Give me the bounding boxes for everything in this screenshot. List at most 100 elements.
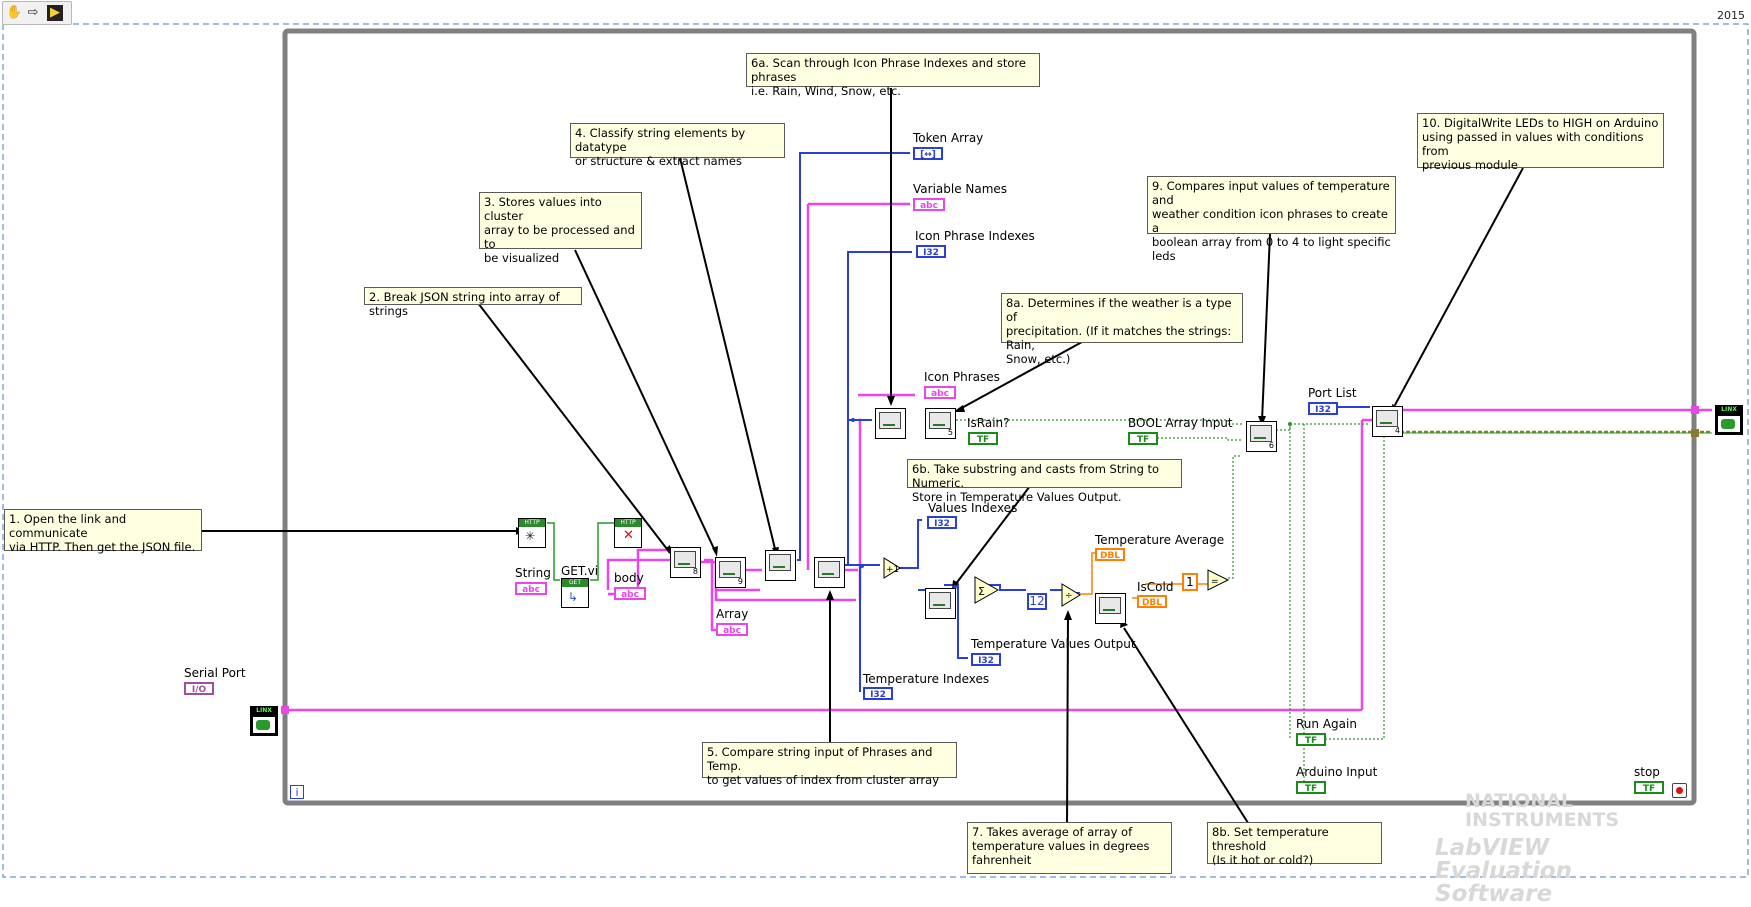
is-cold-input-terminal[interactable]: DBL: [1137, 595, 1167, 608]
note-3: 3. Stores values into cluster array to b…: [479, 192, 642, 265]
subvi-store-cluster[interactable]: 9: [715, 557, 746, 588]
icon-phrases-terminal[interactable]: abc: [924, 386, 956, 399]
token-array-terminal[interactable]: [↔]: [913, 147, 943, 160]
iteration-terminal[interactable]: i: [290, 785, 304, 799]
label-bool-array-input: BOOL Array Input: [1128, 416, 1233, 430]
chart-icon: [818, 561, 840, 578]
arduino-input-terminal[interactable]: TF: [1296, 781, 1326, 794]
get-header: GET: [562, 579, 588, 587]
subvi-index: 4: [1394, 426, 1400, 435]
values-indexes-terminal[interactable]: I32: [927, 516, 957, 529]
chart-icon: [1099, 597, 1121, 614]
http-get-block[interactable]: GET ↳: [561, 578, 589, 608]
serial-port-terminal[interactable]: I/O: [184, 682, 214, 695]
string-terminal[interactable]: abc: [515, 582, 547, 595]
subvi-threshold[interactable]: [1095, 593, 1126, 624]
array-terminal[interactable]: abc: [716, 623, 748, 636]
run-arrow-icon[interactable]: ⇨: [27, 5, 39, 20]
label-temperature-average: Temperature Average: [1095, 533, 1225, 547]
http-open-handle-block[interactable]: HTTP ✳: [518, 518, 546, 548]
toolbar: ✋ ⇨ ▶: [2, 1, 72, 25]
watermark-line2: INSTRUMENTS: [1465, 809, 1620, 831]
label-icon-phrase-indexes: Icon Phrase Indexes: [915, 229, 1035, 243]
linx-close-block[interactable]: LINX: [1715, 405, 1743, 435]
watermark-line1: NATIONAL: [1465, 790, 1574, 812]
chart-icon: [929, 592, 951, 609]
constant-twelve[interactable]: 12: [1027, 593, 1047, 610]
note-8b: 8b. Set temperature threshold (Is it hot…: [1207, 822, 1382, 867]
subvi-index: 5: [947, 428, 953, 437]
bool-array-input-terminal[interactable]: TF: [1128, 432, 1158, 445]
label-arduino-input: Arduino Input: [1296, 765, 1378, 779]
arduino-board-icon: [1718, 416, 1740, 432]
http-header: HTTP: [615, 519, 641, 527]
note-2: 2. Break JSON string into array of strin…: [364, 287, 582, 318]
chart-icon: [1376, 410, 1398, 427]
label-run-again: Run Again: [1296, 717, 1357, 731]
body-terminal[interactable]: abc: [614, 587, 646, 600]
close-icon: ✕: [623, 528, 634, 543]
subvi-digital-write[interactable]: 4: [1372, 406, 1403, 437]
http-header: HTTP: [519, 519, 545, 527]
note-6a: 6a. Scan through Icon Phrase Indexes and…: [746, 53, 1040, 98]
label-serial-port: Serial Port: [184, 666, 246, 680]
diagram-canvas: +1 Σ ÷ =: [2, 23, 1749, 878]
chart-icon: [929, 412, 951, 429]
subvi-compare-strings[interactable]: [814, 557, 845, 588]
divide-node[interactable]: [1061, 583, 1081, 607]
stop-terminal[interactable]: TF: [1634, 781, 1664, 794]
increment-node[interactable]: [883, 557, 901, 579]
port-list-terminal[interactable]: I32: [1308, 402, 1338, 415]
note-4: 4. Classify string elements by datatype …: [570, 123, 785, 168]
subvi-break-json[interactable]: 8: [670, 547, 701, 578]
svg-text:=: =: [1211, 577, 1219, 587]
label-token-array: Token Array: [913, 131, 984, 145]
label-values-indexes: Values Indexes: [928, 501, 1018, 515]
is-rain-terminal[interactable]: TF: [968, 432, 998, 445]
subvi-classify-strings[interactable]: [765, 550, 796, 581]
sparkle-icon: ✳: [525, 529, 536, 543]
label-stop: stop: [1634, 765, 1660, 779]
arduino-board-icon: [253, 717, 275, 733]
note-5: 5. Compare string input of Phrases and T…: [702, 742, 957, 787]
subvi-substring-cast[interactable]: [925, 588, 956, 619]
label-is-cold: IsCold: [1137, 580, 1174, 594]
stop-button-icon[interactable]: [1672, 783, 1687, 798]
label-icon-phrases: Icon Phrases: [924, 370, 1000, 384]
subvi-index: 6: [1268, 441, 1274, 450]
variable-names-terminal[interactable]: abc: [913, 198, 945, 211]
label-is-rain: IsRain?: [967, 416, 1010, 430]
label-temperature-values-output: Temperature Values Output: [971, 637, 1136, 651]
subvi-index: 8: [692, 567, 698, 576]
temperature-values-output-terminal[interactable]: I32: [971, 653, 1001, 666]
sum-array-node[interactable]: [974, 576, 1000, 604]
linx-header: LINX: [1721, 406, 1737, 413]
note-8a: 8a. Determines if the weather is a type …: [1001, 293, 1243, 366]
subvi-is-precipitation[interactable]: 5: [925, 408, 956, 439]
string-wires: [283, 202, 1712, 712]
linx-open-block[interactable]: LINX: [250, 706, 278, 736]
temperature-indexes-terminal[interactable]: I32: [863, 687, 893, 700]
linx-header: LINX: [256, 707, 272, 714]
subvi-scan-phrases[interactable]: [875, 408, 906, 439]
run-again-terminal[interactable]: TF: [1296, 733, 1326, 746]
temperature-average-terminal[interactable]: DBL: [1095, 548, 1125, 561]
subvi-compare-conditions[interactable]: 6: [1246, 421, 1277, 452]
http-close-handle-block[interactable]: HTTP ✕: [614, 518, 642, 548]
icon-phrase-indexes-terminal[interactable]: I32: [916, 245, 946, 258]
label-body: body: [614, 571, 644, 585]
run-continuously-icon[interactable]: ▶: [47, 5, 63, 21]
chart-icon: [879, 412, 901, 429]
while-loop-border[interactable]: [282, 28, 1697, 806]
label-get-vi: GET.vi: [561, 564, 599, 578]
svg-text:+1: +1: [886, 565, 899, 575]
hand-icon[interactable]: ✋: [6, 5, 23, 20]
version-label: 2015: [1717, 9, 1745, 22]
label-variable-names: Variable Names: [913, 182, 1008, 196]
equal-node[interactable]: [1207, 569, 1230, 591]
constant-one[interactable]: 1: [1182, 573, 1198, 591]
svg-text:÷: ÷: [1065, 591, 1073, 601]
note-9: 9. Compares input values of temperature …: [1147, 176, 1396, 263]
chart-icon: [719, 561, 741, 578]
